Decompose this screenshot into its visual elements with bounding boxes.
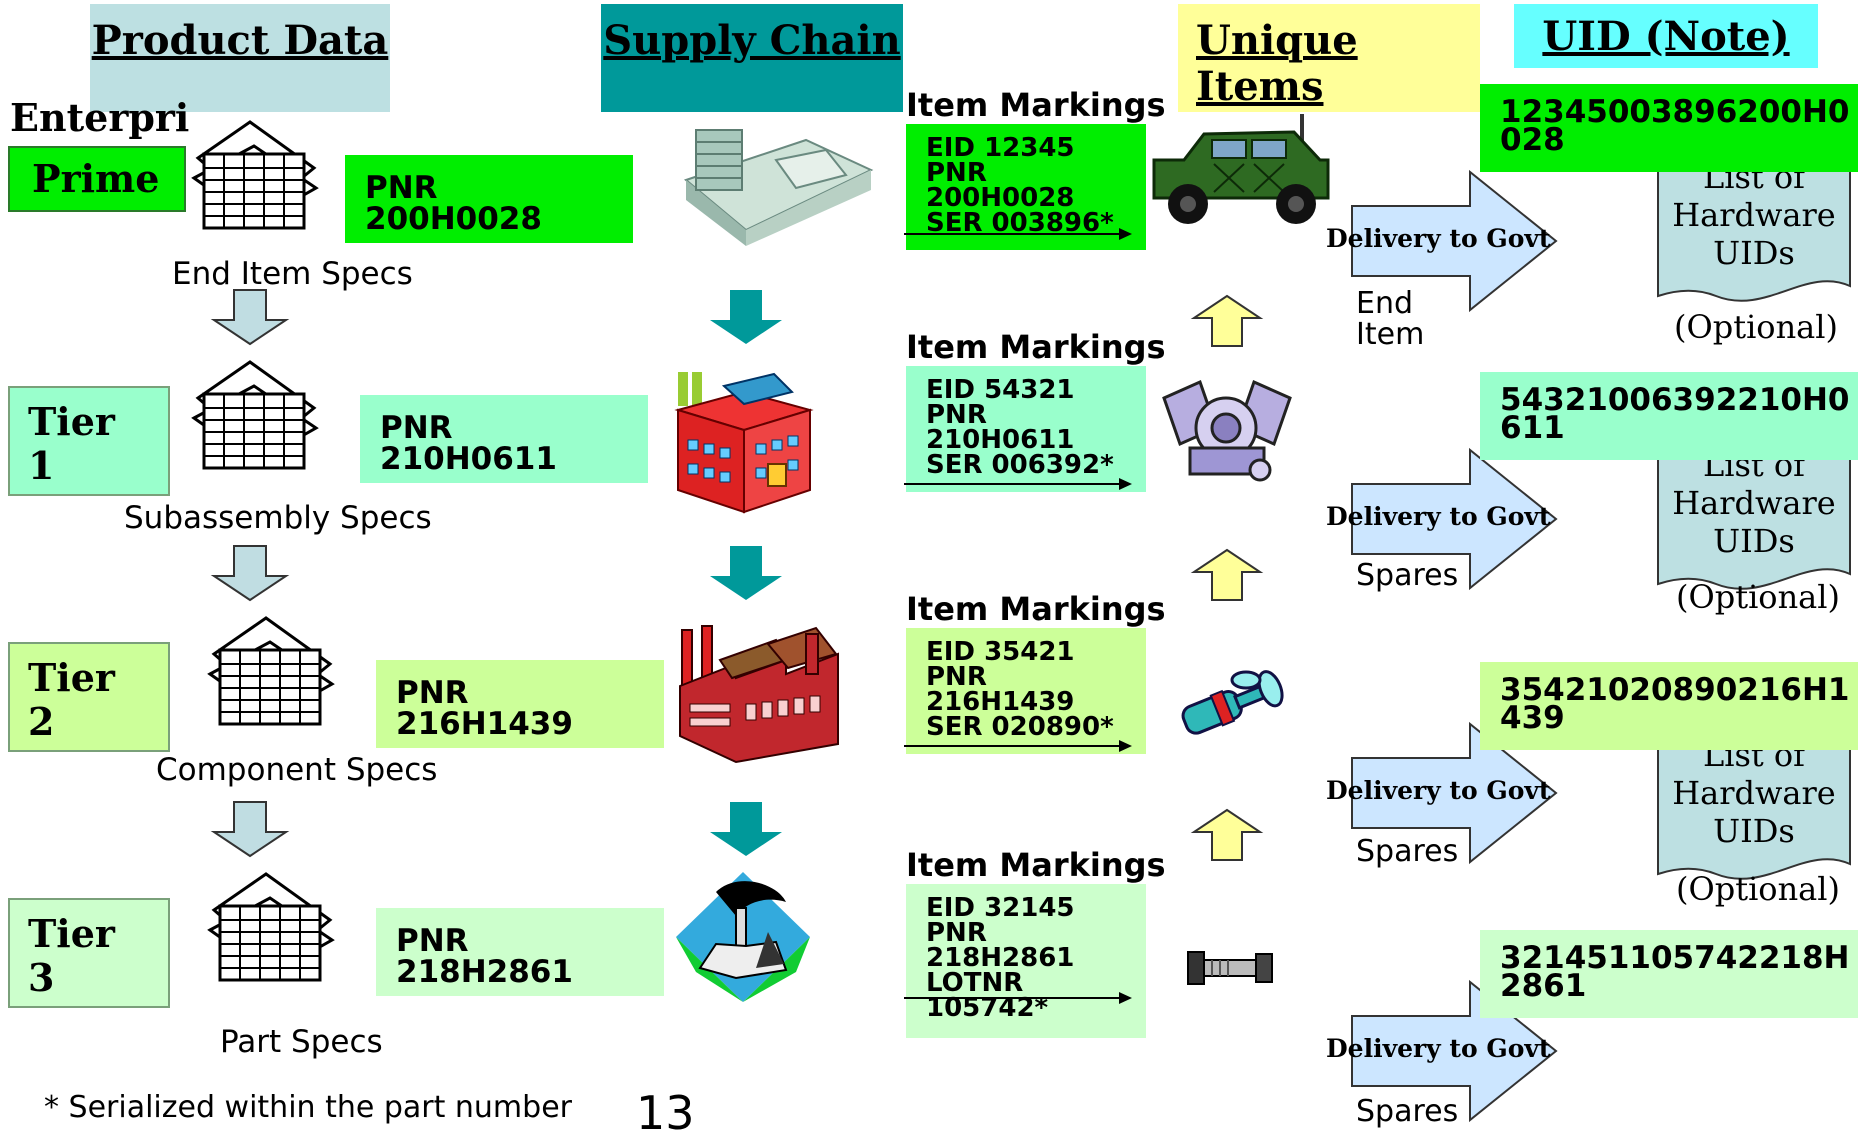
delivery-arrow-icon bbox=[1351, 721, 1558, 865]
down-arrow-icon bbox=[710, 802, 782, 856]
item-markings-heading: Item Markings bbox=[906, 590, 1166, 628]
pnr-box: PNR 216H1439 bbox=[376, 660, 664, 748]
header-product-data: Product Data bbox=[90, 4, 390, 112]
delivery-arrow-icon bbox=[1351, 447, 1558, 591]
spec-label-subassembly: Subassembly Specs bbox=[124, 500, 432, 536]
marking-line: EID 54321 bbox=[926, 375, 1075, 405]
delivery-label: Delivery to Govt bbox=[1326, 776, 1551, 805]
tier-3-box: Tier 3 bbox=[8, 898, 170, 1008]
marking-line: PNR bbox=[926, 158, 987, 188]
optional-label: (Optional) bbox=[1676, 870, 1840, 908]
bolt-icon bbox=[1187, 951, 1273, 985]
spec-label-part: Part Specs bbox=[220, 1024, 383, 1060]
marking-line: 200H0028 bbox=[926, 183, 1075, 213]
pnr-box: PNR 218H2861 bbox=[376, 908, 664, 996]
spec-label-end-item: End Item Specs bbox=[172, 256, 413, 292]
delivery-sub-label: Spares bbox=[1356, 1094, 1459, 1129]
uid-box: 35421020890216H1439 bbox=[1480, 662, 1858, 750]
pointer-arrow-icon bbox=[904, 228, 1132, 240]
uid-box: 321451105742218H2861 bbox=[1480, 930, 1858, 1018]
delivery-sub-label: End Item bbox=[1356, 286, 1425, 352]
marking-line: 216H1439 bbox=[926, 687, 1075, 717]
marking-line: SER 006392* bbox=[926, 450, 1114, 480]
down-arrow-icon bbox=[710, 546, 782, 600]
spec-label-component: Component Specs bbox=[156, 752, 438, 788]
marking-line: 210H0611 bbox=[926, 425, 1075, 455]
up-arrow-icon bbox=[1190, 548, 1264, 601]
down-arrow-icon bbox=[210, 545, 290, 602]
marking-box: EID 32145 PNR 218H2861 LOTNR 105742* bbox=[906, 884, 1146, 1038]
marking-line: EID 12345 bbox=[926, 133, 1075, 163]
hardware-uid-list: List of Hardware UIDs bbox=[1672, 736, 1836, 850]
marking-line: EID 32145 bbox=[926, 893, 1075, 923]
optional-label: (Optional) bbox=[1674, 308, 1838, 346]
tier-prime-label: Prime bbox=[32, 156, 160, 201]
document-icon bbox=[1657, 147, 1851, 302]
document-icon bbox=[1657, 725, 1851, 880]
pointer-arrow-icon bbox=[904, 740, 1132, 752]
tier-2-box: Tier 2 bbox=[8, 642, 170, 752]
delivery-arrow-icon bbox=[1351, 169, 1558, 313]
marking-line: SER 003896* bbox=[926, 208, 1114, 238]
up-arrow-icon bbox=[1190, 808, 1264, 861]
valve-icon bbox=[1181, 670, 1284, 735]
up-arrow-icon bbox=[1190, 294, 1264, 347]
delivery-sub-label: Spares bbox=[1356, 558, 1459, 593]
delivery-sub-label: Spares bbox=[1356, 834, 1459, 869]
factory-icon bbox=[674, 372, 814, 514]
marking-line: 218H2861 bbox=[926, 943, 1075, 973]
marking-box: EID 54321 PNR 210H0611 SER 006392* bbox=[906, 366, 1146, 492]
item-markings-heading: Item Markings bbox=[906, 328, 1166, 366]
item-markings-heading: Item Markings bbox=[906, 86, 1166, 124]
down-arrow-icon bbox=[210, 801, 290, 858]
engine-icon bbox=[1162, 379, 1292, 482]
delivery-label: Delivery to Govt bbox=[1326, 224, 1551, 253]
hardware-uid-list: List of Hardware UIDs bbox=[1672, 446, 1836, 560]
header-supply-chain: Supply Chain bbox=[601, 4, 903, 112]
pnr-box: PNR 200H0028 bbox=[345, 155, 633, 243]
tier-1-box: Tier 1 bbox=[8, 386, 170, 496]
factory-icon bbox=[679, 625, 839, 764]
spec-sheet-icon bbox=[207, 872, 335, 982]
hardware-uid-list: List of Hardware UIDs bbox=[1672, 158, 1836, 272]
uid-box: 54321006392210H0611 bbox=[1480, 372, 1858, 460]
header-unique-items: Unique Items bbox=[1178, 4, 1480, 112]
spec-sheet-icon bbox=[191, 360, 319, 470]
marking-box: EID 12345 PNR 200H0028 SER 003896* bbox=[906, 124, 1146, 250]
down-arrow-icon bbox=[710, 290, 782, 344]
marking-line: PNR bbox=[926, 400, 987, 430]
marking-line: LOTNR bbox=[926, 968, 1024, 998]
optional-label: (Optional) bbox=[1676, 578, 1840, 616]
header-uid-note: UID (Note) bbox=[1514, 4, 1818, 68]
pointer-arrow-icon bbox=[904, 478, 1132, 490]
spec-sheet-icon bbox=[191, 120, 319, 230]
spec-sheet-icon bbox=[207, 616, 335, 726]
marking-line: PNR bbox=[926, 918, 987, 948]
marking-line: PNR bbox=[926, 662, 987, 692]
marking-line: 105742* bbox=[926, 993, 1049, 1023]
document-icon bbox=[1657, 435, 1851, 590]
vehicle-icon bbox=[1152, 114, 1330, 224]
marking-line: EID 35421 bbox=[926, 637, 1075, 667]
uid-box: 12345003896200H0028 bbox=[1480, 84, 1858, 172]
delivery-label: Delivery to Govt bbox=[1326, 1034, 1551, 1063]
down-arrow-icon bbox=[210, 289, 290, 346]
marking-box: EID 35421 PNR 216H1439 SER 020890* bbox=[906, 628, 1146, 754]
factory-icon bbox=[683, 129, 874, 246]
marking-line: SER 020890* bbox=[926, 712, 1114, 742]
tier-prime-box: Prime bbox=[8, 146, 186, 212]
page-number: 13 bbox=[636, 1086, 695, 1140]
item-markings-heading: Item Markings bbox=[906, 846, 1166, 884]
pnr-box: PNR 210H0611 bbox=[360, 395, 648, 483]
pointer-arrow-icon bbox=[904, 992, 1132, 1004]
factory-icon bbox=[676, 872, 810, 1002]
delivery-label: Delivery to Govt bbox=[1326, 502, 1551, 531]
footnote: * Serialized within the part number bbox=[44, 1090, 572, 1125]
